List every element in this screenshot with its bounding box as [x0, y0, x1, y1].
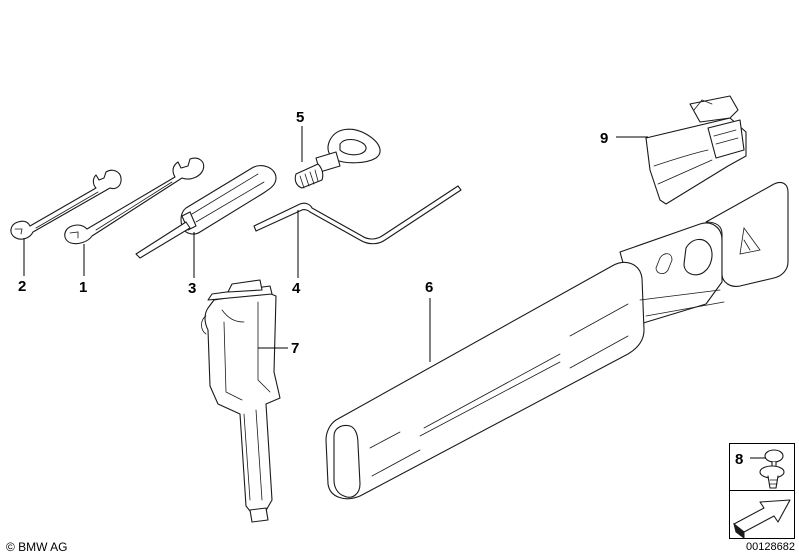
callout-4: 4 [292, 280, 301, 297]
callout-8: 8 [735, 451, 743, 468]
warning-triangle-case[interactable] [325, 181, 789, 500]
large-wrench[interactable] [64, 157, 205, 245]
callout-5: 5 [296, 109, 304, 126]
screwdriver[interactable] [135, 165, 277, 259]
callout-9: 9 [600, 130, 608, 147]
leader-lines [23, 126, 766, 459]
small-wrench[interactable] [10, 169, 122, 240]
document-number: 00128682 [746, 541, 795, 553]
inset-divider [730, 490, 794, 491]
towing-eye[interactable] [294, 128, 381, 189]
copyright-label: © BMW AG [6, 540, 68, 554]
bracket[interactable] [201, 279, 281, 523]
hook-rod[interactable] [253, 185, 462, 245]
callout-7: 7 [291, 340, 299, 357]
callout-3: 3 [188, 280, 196, 297]
callout-2: 2 [18, 278, 26, 295]
holder-clip[interactable] [645, 95, 747, 205]
arrow-icon [733, 499, 791, 539]
callout-6: 6 [425, 279, 433, 296]
callout-1: 1 [79, 279, 87, 296]
push-rivet[interactable] [759, 449, 785, 489]
